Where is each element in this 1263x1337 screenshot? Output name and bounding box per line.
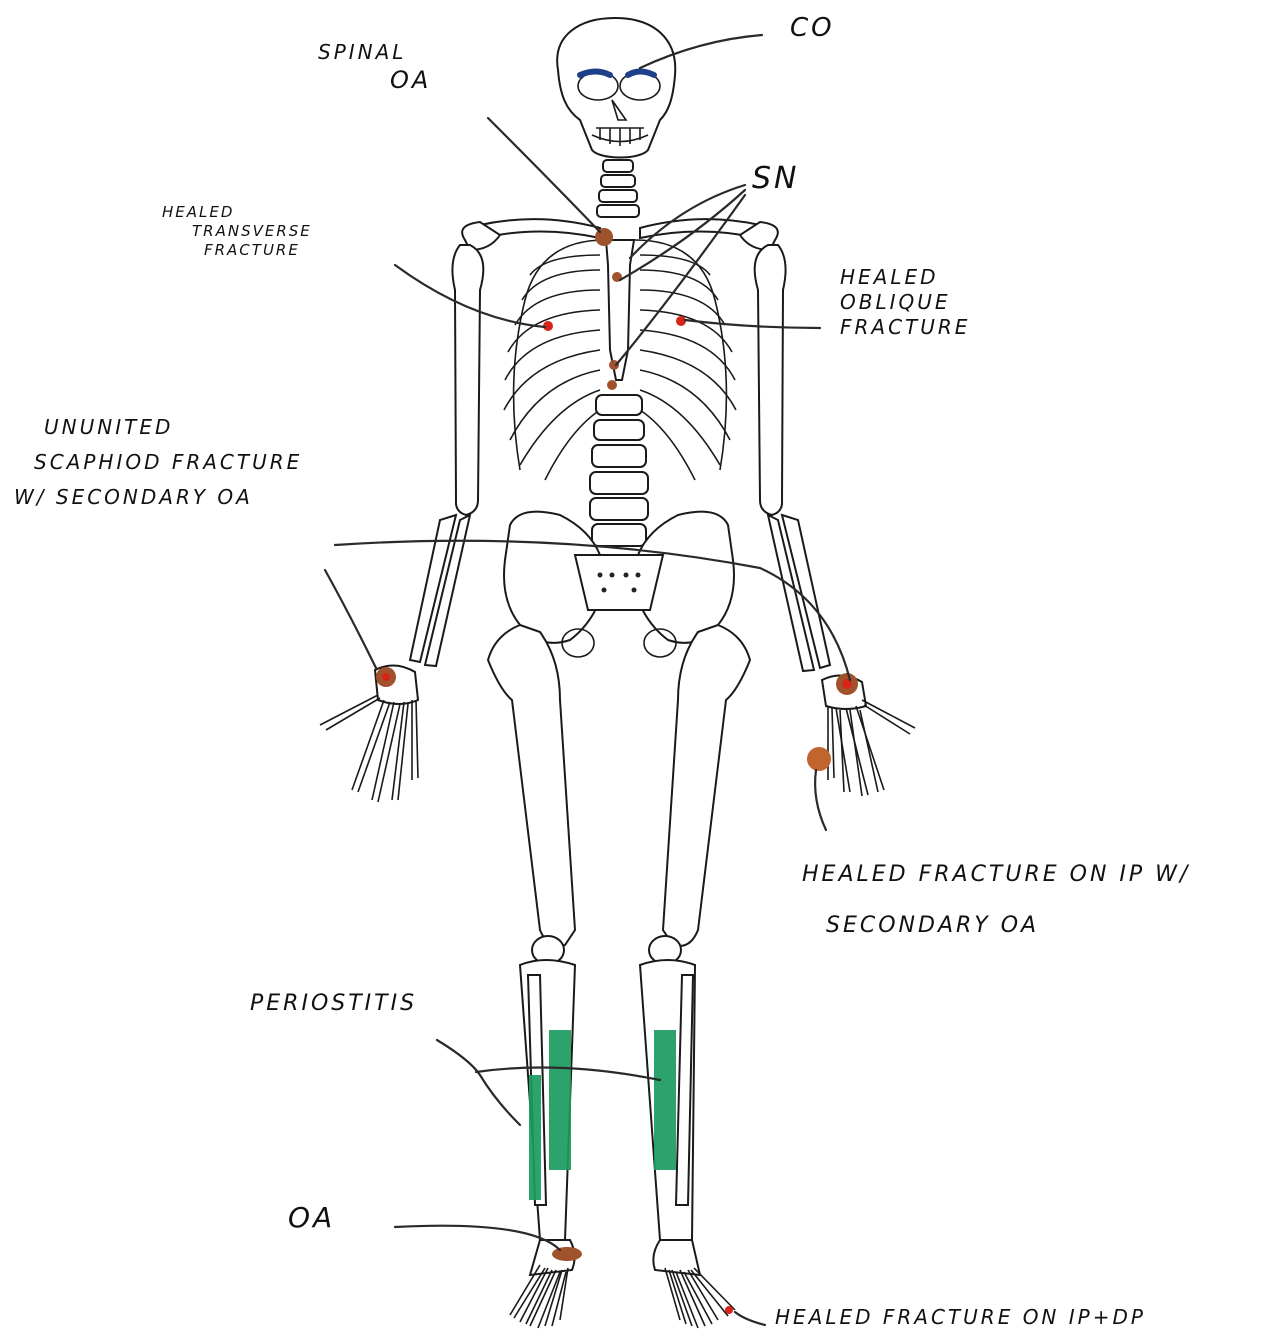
lumbar-spine xyxy=(590,395,648,546)
leader-scaphoid-right xyxy=(325,570,376,668)
leader-sn-2 xyxy=(620,190,745,280)
label-sn: SN xyxy=(752,160,799,198)
leader-ankle-oa xyxy=(395,1226,560,1250)
fracture-oblique-rib xyxy=(676,316,686,326)
label-healed-ip: HEALED FRACTURE ON IP W/ SECONDARY OA xyxy=(802,850,1190,951)
leader-ip-hand xyxy=(815,770,826,830)
label-healed-ip-dp: HEALED FRACTURE ON IP+DP xyxy=(775,1305,1146,1330)
leader-periostitis-fibula xyxy=(437,1040,520,1125)
label-ankle-oa: OA xyxy=(288,1200,335,1235)
leader-oblique xyxy=(685,320,820,328)
label-healed-oblique: HEALED OBLIQUE FRACTURE xyxy=(840,265,970,340)
skull xyxy=(557,18,675,158)
lesion-ankle-oa xyxy=(552,1247,582,1261)
periostitis-right-fibula xyxy=(529,1075,541,1200)
label-ununited-scaphoid: UNUNITED SCAPHIOD FRACTURE W/ SECONDARY … xyxy=(14,410,302,515)
co-mark-left xyxy=(628,72,654,76)
label-periostitis: PERIOSTITIS xyxy=(250,990,417,1018)
lesion-sn-lower xyxy=(607,380,617,390)
left-foot xyxy=(653,1240,735,1328)
periostitis-left-tibia xyxy=(654,1030,676,1170)
cervical-spine xyxy=(597,160,639,217)
periostitis-right-tibia xyxy=(549,1030,571,1170)
right-hand xyxy=(320,665,418,802)
fracture-toe-ip-dp xyxy=(725,1306,733,1314)
label-co: CO xyxy=(790,12,835,45)
co-mark-right xyxy=(580,72,610,76)
leader-spinal-oa xyxy=(488,118,600,232)
leader-toe xyxy=(735,1312,765,1325)
label-healed-transverse: HEALED TRANSVERSE FRACTURE xyxy=(162,203,312,259)
left-hand xyxy=(822,675,915,796)
left-arm xyxy=(755,245,830,671)
label-spinal-oa: SPINAL OA xyxy=(318,40,431,95)
lesion-ip-hand xyxy=(807,747,831,771)
